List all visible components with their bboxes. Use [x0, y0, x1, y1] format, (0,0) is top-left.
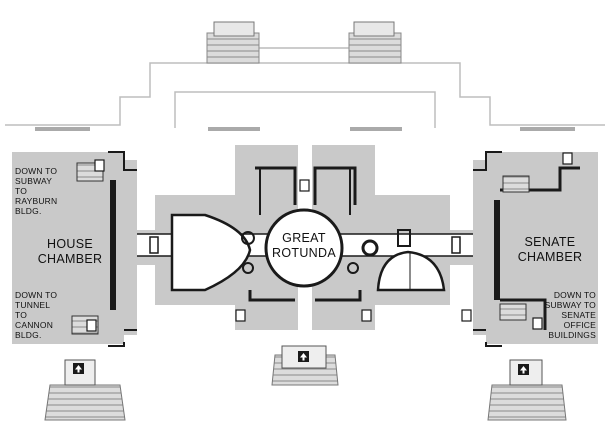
house-wing	[12, 151, 137, 347]
terrace-step-right	[520, 127, 575, 131]
label-down-to-subway-rayburn: DOWN TO SUBWAY TO RAYBURN BLDG.	[15, 166, 58, 216]
terrace-step-center-left	[208, 127, 260, 131]
terrace-step-center-right	[350, 127, 402, 131]
label-down-to-tunnel-cannon: DOWN TO TUNNEL TO CANNON BLDG.	[15, 290, 58, 340]
label-house-chamber: HOUSE CHAMBER	[37, 237, 103, 266]
label-great-rotunda: GREAT ROTUNDA	[272, 231, 336, 260]
stairs-icon-south-left	[44, 359, 126, 421]
label-down-to-subway-senate: DOWN TO SUBWAY TO SENATE OFFICE BUILDING…	[544, 290, 596, 340]
central-building	[137, 140, 475, 335]
stairs-icon-south-right	[487, 359, 567, 421]
terrace-step-left	[35, 127, 90, 131]
top-stairs-right	[348, 21, 402, 64]
stairs-icon-south-center	[271, 345, 339, 386]
west-terrace-outline	[5, 62, 605, 128]
senate-wing	[473, 151, 598, 347]
top-stairs-left	[206, 21, 260, 64]
elevator-icon	[86, 152, 573, 332]
label-senate-chamber: SENATE CHAMBER	[517, 235, 583, 264]
